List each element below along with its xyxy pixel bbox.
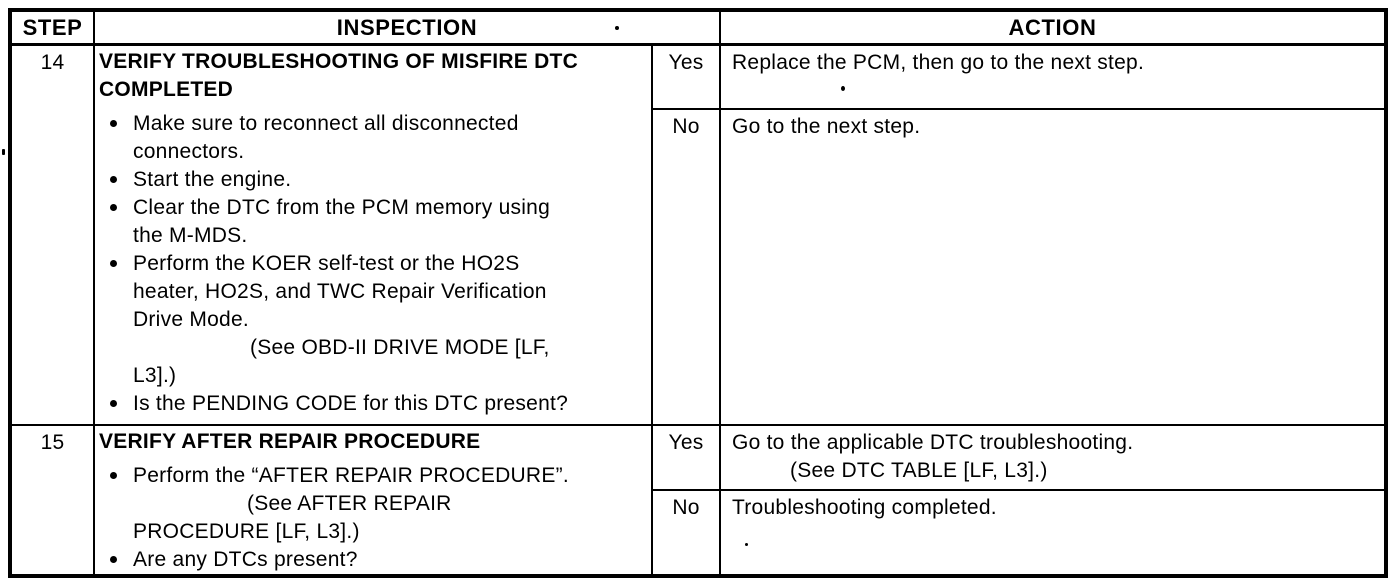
- see-reference-line: PROCEDURE [LF, L3].): [133, 520, 360, 543]
- table-row-step14-yes: 14 VERIFY TROUBLESHOOTING OF MISFIRE DTC…: [9, 43, 1387, 426]
- bullet-icon: [110, 176, 117, 183]
- action-cell: Replace the PCM, then go to the next ste…: [719, 43, 1387, 110]
- text-line: Make sure to reconnect all disconnected: [133, 112, 519, 135]
- action-text: Go to the next step.: [732, 115, 921, 138]
- bullet-icon: [110, 400, 117, 407]
- col-header-step: STEP: [9, 8, 95, 46]
- list-item-text: Perform the “AFTER REPAIR PROCEDURE”. (S…: [133, 462, 647, 546]
- scan-speckle: [2, 149, 5, 155]
- inspection-cell: VERIFY AFTER REPAIR PROCEDURE Perform th…: [93, 424, 653, 577]
- list-item-text: Is the PENDING CODE for this DTC present…: [133, 390, 647, 418]
- see-reference-line: (See DTC TABLE [LF, L3].): [790, 459, 1048, 482]
- list-item-text: Start the engine.: [133, 166, 647, 194]
- action-cell: Go to the applicable DTC troubleshooting…: [719, 424, 1387, 491]
- col-header-action: ACTION: [719, 8, 1387, 46]
- answer-yes-cell: Yes: [651, 43, 721, 110]
- troubleshooting-table: STEP INSPECTION ACTION 14 VERIFY TROUBLE…: [8, 8, 1388, 578]
- text-line: Perform the “AFTER REPAIR PROCEDURE”.: [133, 464, 569, 487]
- text-line: Clear the DTC from the PCM memory using: [133, 196, 551, 219]
- text-line: Perform the KOER self-test or the HO2S: [133, 252, 520, 275]
- action-text: Troubleshooting completed.: [732, 495, 997, 519]
- list-item: Make sure to reconnect all disconnected …: [99, 110, 647, 166]
- table-header: STEP INSPECTION ACTION: [9, 8, 1387, 46]
- header-row: STEP INSPECTION ACTION: [9, 8, 1387, 46]
- text-line: Start the engine.: [133, 168, 292, 191]
- text-line: connectors.: [133, 140, 245, 163]
- action-cell: Troubleshooting completed.: [719, 488, 1387, 578]
- inspection-title: VERIFY AFTER REPAIR PROCEDURE: [99, 430, 481, 453]
- list-item: Clear the DTC from the PCM memory using …: [99, 194, 647, 250]
- text-line: heater, HO2S, and TWC Repair Verificatio…: [133, 280, 547, 303]
- table-row-step14-no: No Go to the next step.: [10, 108, 1387, 426]
- text-line: the M-MDS.: [133, 224, 248, 247]
- answer-no-cell: No: [651, 108, 721, 426]
- list-item-text: Make sure to reconnect all disconnected …: [133, 110, 647, 166]
- step-number: 14: [9, 43, 95, 426]
- step-number: 15: [9, 424, 95, 577]
- action-text: Replace the PCM, then go to the next ste…: [732, 51, 1145, 74]
- bullet-icon: [110, 556, 117, 563]
- action-text: Go to the applicable DTC troubleshooting…: [732, 431, 1134, 454]
- answer-no-cell: No: [651, 488, 721, 578]
- table-row-step15-yes: 15 VERIFY AFTER REPAIR PROCEDURE Perform…: [9, 424, 1387, 577]
- list-item: Perform the “AFTER REPAIR PROCEDURE”. (S…: [99, 462, 647, 546]
- bullet-icon: [110, 472, 117, 479]
- inspection-cell: VERIFY TROUBLESHOOTING OF MISFIRE DTC CO…: [93, 43, 653, 426]
- list-item-text: Perform the KOER self-test or the HO2S h…: [133, 250, 647, 390]
- bullet-icon: [110, 204, 117, 211]
- scan-speckle: [745, 543, 748, 546]
- scan-speckle: [615, 26, 619, 30]
- see-reference-line: (See OBD-II DRIVE MODE [LF,: [250, 336, 550, 359]
- list-item-text: Are any DTCs present?: [133, 546, 647, 574]
- list-item: Are any DTCs present?: [99, 546, 647, 574]
- col-header-inspection: INSPECTION: [93, 8, 721, 46]
- list-item: Start the engine.: [99, 166, 647, 194]
- bullet-icon: [110, 260, 117, 267]
- list-item: Is the PENDING CODE for this DTC present…: [99, 390, 647, 418]
- bullet-icon: [110, 120, 117, 127]
- table-row-step15-no: No Troubleshooting completed.: [10, 488, 1387, 578]
- list-item: Perform the KOER self-test or the HO2S h…: [99, 250, 647, 390]
- answer-yes-cell: Yes: [651, 424, 721, 491]
- action-cell: Go to the next step.: [719, 108, 1387, 426]
- see-reference-line: (See AFTER REPAIR: [247, 492, 452, 515]
- text-line: Is the PENDING CODE for this DTC present…: [133, 392, 569, 415]
- list-item-text: Clear the DTC from the PCM memory using …: [133, 194, 647, 250]
- scan-speckle: [841, 86, 845, 91]
- inspection-title: VERIFY TROUBLESHOOTING OF MISFIRE DTC CO…: [99, 50, 579, 101]
- see-reference-line: L3].): [133, 364, 177, 387]
- text-line: Drive Mode.: [133, 308, 249, 331]
- text-line: Are any DTCs present?: [133, 548, 358, 571]
